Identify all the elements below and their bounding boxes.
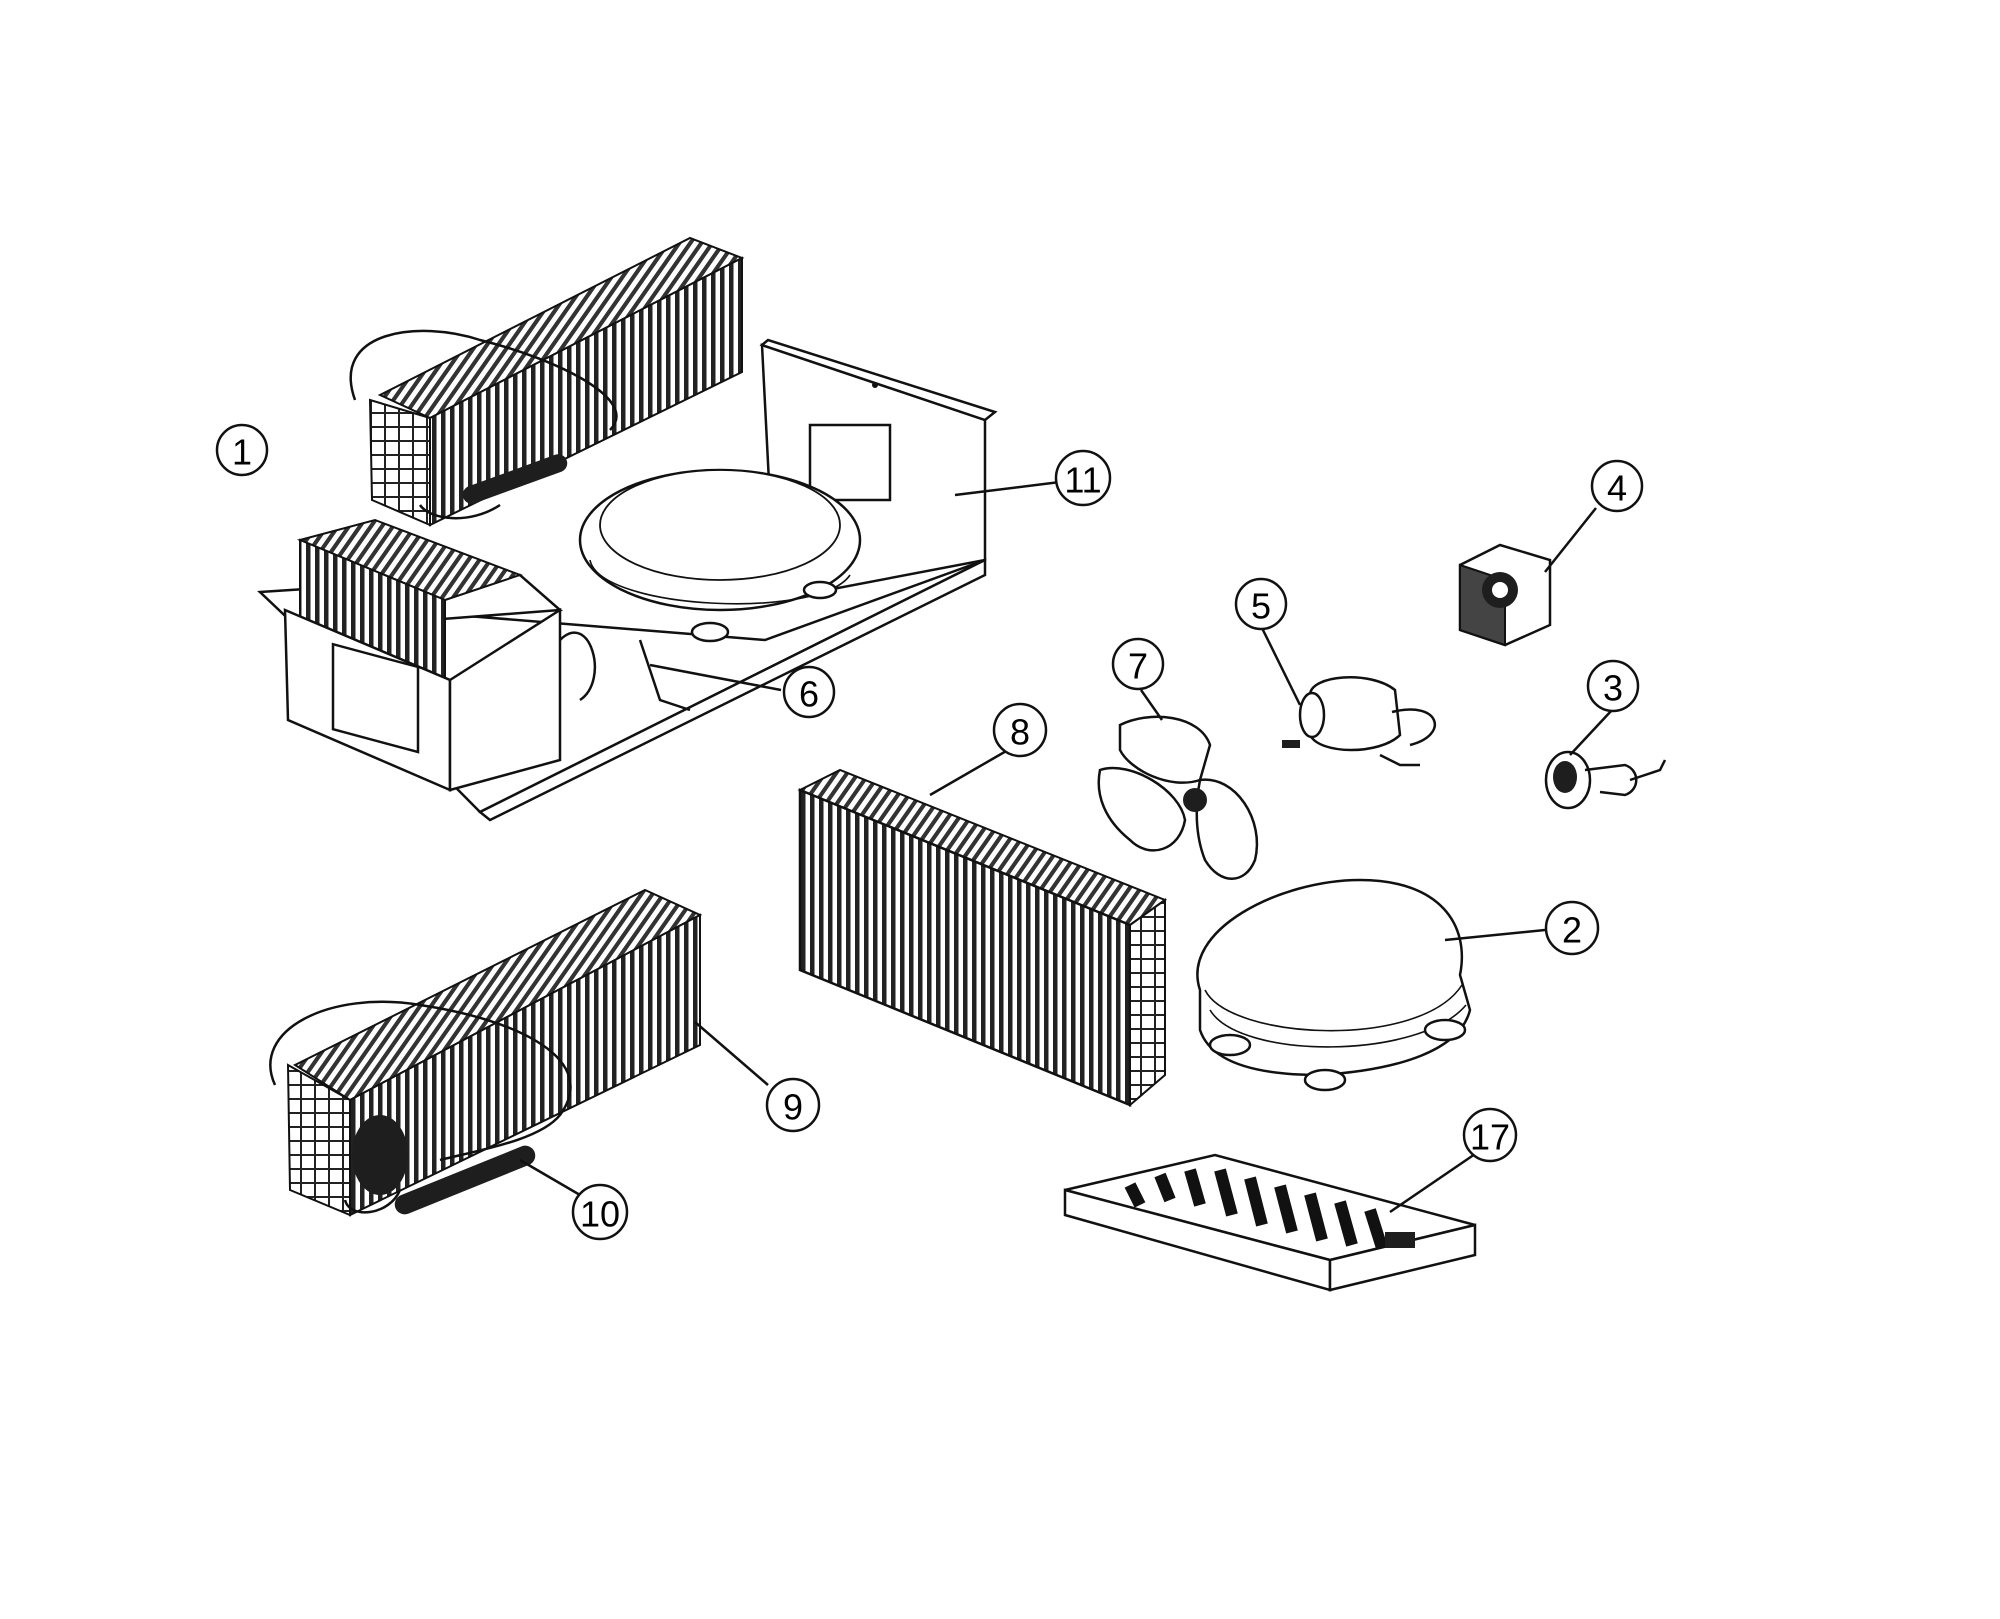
leader-17 [1389, 1150, 1479, 1214]
callout-9: 9 [765, 1077, 821, 1133]
leader-7 [1139, 689, 1164, 721]
svg-text:5: 5 [1251, 586, 1271, 627]
callout-8: 8 [992, 702, 1048, 758]
fan-blade-7 [1097, 715, 1259, 880]
compressor-2 [1196, 878, 1472, 1092]
svg-text:2: 2 [1562, 910, 1582, 951]
svg-text:10: 10 [580, 1194, 620, 1235]
svg-text:11: 11 [1064, 460, 1101, 501]
leader-5 [1260, 627, 1302, 706]
starter-relay-4 [1458, 543, 1552, 647]
leader-4 [1544, 507, 1597, 573]
leader-11 [954, 480, 1061, 497]
callout-6: 6 [782, 665, 836, 719]
callout-10: 10 [571, 1183, 629, 1241]
assembly-compressor [578, 468, 862, 712]
svg-text:6: 6 [799, 674, 819, 715]
condenser-coil-8 [797, 768, 1168, 1108]
callout-17: 17 [1462, 1107, 1518, 1163]
fan-motor-5 [1282, 676, 1437, 767]
upper-evaporator-assembly [349, 236, 745, 527]
leader-6 [649, 663, 782, 692]
callout-1: 1 [215, 423, 269, 477]
callout-2: 2 [1544, 900, 1600, 956]
overload-protector-3 [1544, 750, 1667, 810]
base-pan-11 [266, 338, 998, 822]
svg-text:1: 1 [232, 432, 252, 473]
callout-4: 4 [1590, 459, 1644, 513]
callout-7: 7 [1111, 637, 1165, 691]
svg-text:8: 8 [1010, 712, 1030, 753]
svg-text:4: 4 [1607, 468, 1627, 509]
leader-10 [519, 1158, 581, 1197]
leader-2 [1444, 928, 1546, 942]
svg-text:7: 7 [1128, 646, 1148, 687]
callout-5: 5 [1234, 577, 1288, 631]
assembly-condenser [257, 518, 596, 792]
callout-3: 3 [1586, 659, 1640, 713]
callout-11: 11 [1054, 449, 1112, 507]
svg-text:17: 17 [1470, 1117, 1510, 1158]
leader-8 [929, 748, 1009, 797]
accumulator-10 [394, 1145, 536, 1215]
svg-text:3: 3 [1603, 668, 1623, 709]
leader-9 [694, 1021, 769, 1086]
leader-lines [519, 480, 1613, 1214]
evaporator-9 [269, 888, 703, 1217]
drain-tray-17 [1063, 1153, 1477, 1292]
leader-3 [1569, 709, 1613, 756]
svg-text:9: 9 [783, 1087, 803, 1128]
